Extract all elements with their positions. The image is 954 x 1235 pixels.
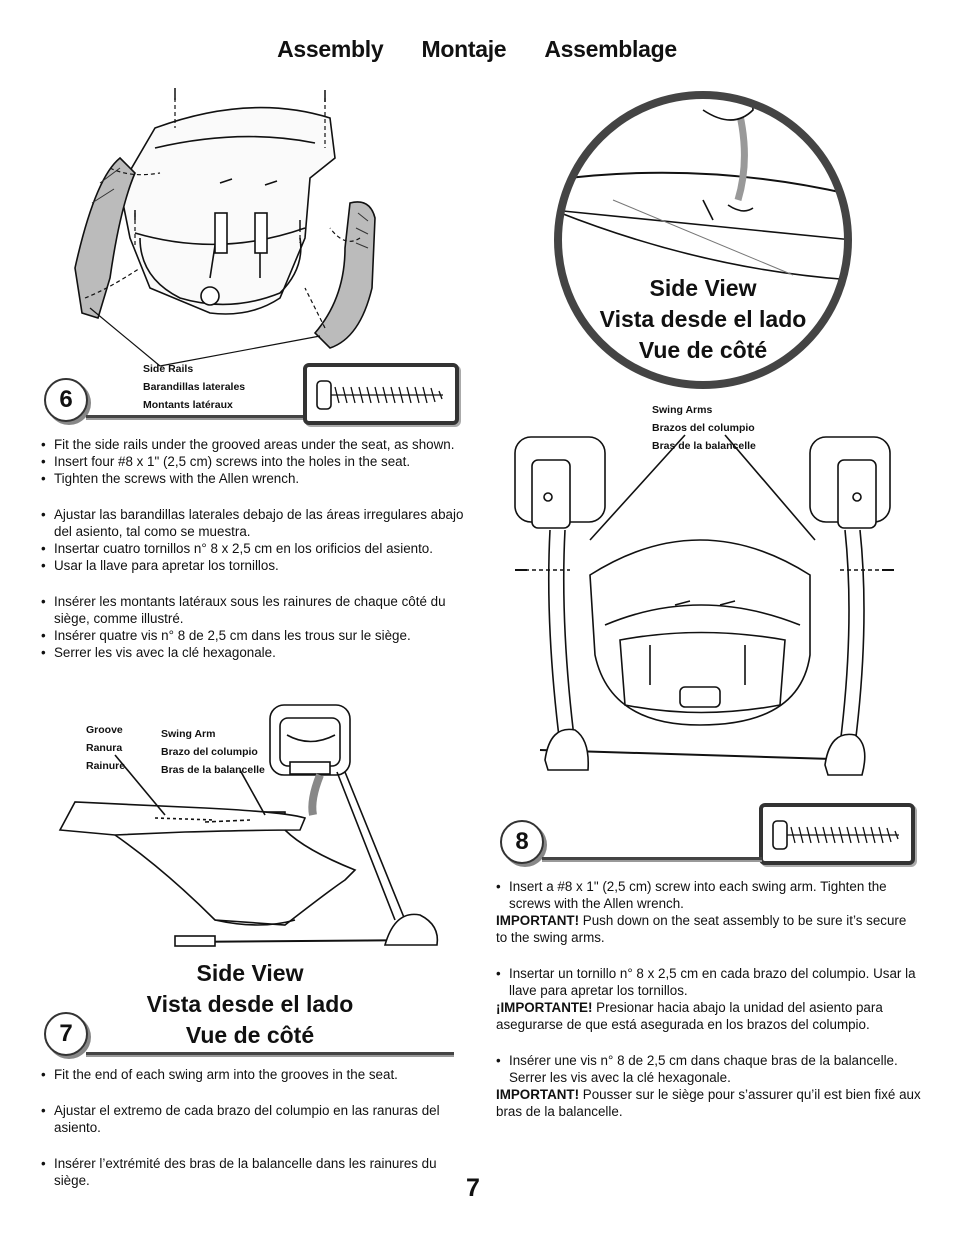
step-6-screw-box <box>303 363 459 425</box>
side-view-fr: Vue de côté <box>638 337 768 363</box>
step-6-es-item: Insertar cuatro tornillos n° 8 x 2,5 cm … <box>41 540 471 557</box>
step-6-badge: 6 <box>44 378 88 422</box>
swing-arm-side-view-illustration <box>58 704 439 947</box>
step-6-en-item: Tighten the screws with the Allen wrench… <box>41 470 471 487</box>
step-6-instructions: Fit the side rails under the grooved are… <box>41 436 471 661</box>
step-7-es-item: Ajustar el extremo de cada brazo del col… <box>41 1102 461 1136</box>
side-rails-label-fr: Montants latéraux <box>143 399 233 411</box>
step-8-screw-box <box>759 803 915 865</box>
screw-icon <box>772 820 899 850</box>
step-6-en-item: Insert four #8 x 1" (2,5 cm) screws into… <box>41 453 471 470</box>
step-6-fr-list: Insérer les montants latéraux sous les r… <box>41 593 471 661</box>
step-8-es-list: Insertar un tornillo n° 8 x 2,5 cm en ca… <box>496 965 921 999</box>
important-text: Presionar hacia abajo la unidad del asie… <box>496 1000 883 1032</box>
step-6-es-list: Ajustar las barandillas laterales debajo… <box>41 506 471 574</box>
step-7-number: 7 <box>59 1020 73 1047</box>
step-7-en-list: Fit the end of each swing arm into the g… <box>41 1066 461 1083</box>
header-fr: Assemblage <box>544 36 677 62</box>
swing-arm-label: Swing Arm Brazo del columpio Bras de la … <box>161 725 265 779</box>
header-es: Montaje <box>421 36 507 62</box>
step-6-es-item: Ajustar las barandillas laterales debajo… <box>41 506 471 540</box>
groove-label-fr: Rainure <box>86 760 126 772</box>
step-8-fr-item: Insérer une vis n° 8 de 2,5 cm dans chaq… <box>496 1052 921 1086</box>
step-8-en-important: IMPORTANT! Push down on the seat assembl… <box>496 912 921 946</box>
step-6-divider <box>86 415 306 418</box>
swing-arm-label-en: Swing Arm <box>161 728 216 740</box>
step-7-es-list: Ajustar el extremo de cada brazo del col… <box>41 1102 461 1136</box>
step-7-fr-list: Insérer l’extrémité des bras de la balan… <box>41 1155 461 1189</box>
side-view-es: Vista desde el lado <box>146 991 354 1017</box>
step-8-en-list: Insert a #8 x 1" (2,5 cm) screw into eac… <box>496 878 921 912</box>
swing-arms-label: Swing Arms Brazos del columpio Bras de l… <box>652 401 756 455</box>
step-6-en-list: Fit the side rails under the grooved are… <box>41 436 471 487</box>
groove-label: Groove Ranura Rainure <box>86 721 125 775</box>
swing-arm-label-es: Brazo del columpio <box>161 746 258 758</box>
side-view-fr: Vue de côté <box>185 1022 315 1048</box>
step-7-fr-item: Insérer l’extrémité des bras de la balan… <box>41 1155 461 1189</box>
step-6-es-item: Usar la llave para apretar los tornillos… <box>41 557 471 574</box>
step-6-fr-item: Insérer quatre vis n° 8 de 2,5 cm dans l… <box>41 627 471 644</box>
step-8-number: 8 <box>515 828 529 855</box>
important-label: IMPORTANT! <box>496 1087 580 1102</box>
side-view-es: Vista desde el lado <box>599 306 807 332</box>
side-rails-label-es: Barandillas laterales <box>143 381 246 393</box>
step-8-side-view-caption: Side View Vista desde el lado Vue de côt… <box>578 273 828 366</box>
groove-label-en: Groove <box>86 724 123 736</box>
step-7-badge: 7 <box>44 1012 88 1056</box>
swing-arms-label-es: Brazos del columpio <box>652 422 755 434</box>
step-6-en-item: Fit the side rails under the grooved are… <box>41 436 471 453</box>
page-number: 7 <box>466 1174 480 1202</box>
important-text: Pousser sur le siège pour s’assurer qu’i… <box>496 1087 921 1119</box>
step-7-instructions: Fit the end of each swing arm into the g… <box>41 1066 461 1189</box>
swing-arms-label-en: Swing Arms <box>652 404 713 416</box>
side-view-en: Side View <box>196 960 304 986</box>
step-8-es-important: ¡IMPORTANTE! Presionar hacia abajo la un… <box>496 999 921 1033</box>
step-8-divider <box>542 857 762 860</box>
step-8-fr-important: IMPORTANT! Pousser sur le siège pour s’a… <box>496 1086 921 1120</box>
step-8-es-item: Insertar un tornillo n° 8 x 2,5 cm en ca… <box>496 965 921 999</box>
important-text: Push down on the seat assembly to be sur… <box>496 913 907 945</box>
groove-label-es: Ranura <box>86 742 123 754</box>
side-rails-label-en: Side Rails <box>143 363 194 375</box>
step-7-divider <box>86 1052 454 1055</box>
important-label: ¡IMPORTANTE! <box>496 1000 593 1015</box>
step-6-fr-item: Serrer les vis avec la clé hexagonale. <box>41 644 471 661</box>
step-6-number: 6 <box>59 386 73 413</box>
step-8-instructions: Insert a #8 x 1" (2,5 cm) screw into eac… <box>496 878 921 1120</box>
step-8-en-item: Insert a #8 x 1" (2,5 cm) screw into eac… <box>496 878 921 912</box>
side-rails-label: Side Rails Barandillas laterales Montant… <box>143 360 245 414</box>
step-8-fr-list: Insérer une vis n° 8 de 2,5 cm dans chaq… <box>496 1052 921 1086</box>
step-7-side-view-caption: Side View Vista desde el lado Vue de côt… <box>130 958 370 1051</box>
step-6-fr-item: Insérer les montants latéraux sous les r… <box>41 593 471 627</box>
step-8-badge: 8 <box>500 820 544 864</box>
step-7-en-item: Fit the end of each swing arm into the g… <box>41 1066 461 1083</box>
important-label: IMPORTANT! <box>496 913 580 928</box>
screw-icon <box>316 380 443 410</box>
header-en: Assembly <box>277 36 384 62</box>
side-view-en: Side View <box>649 275 757 301</box>
swing-front-view-illustration <box>514 434 894 776</box>
step-8-detail-circle <box>554 91 852 389</box>
swing-arm-label-fr: Bras de la balancelle <box>161 764 265 776</box>
seat-side-rails-illustration <box>74 88 376 367</box>
page-header: Assembly Montaje Assemblage <box>0 36 954 63</box>
